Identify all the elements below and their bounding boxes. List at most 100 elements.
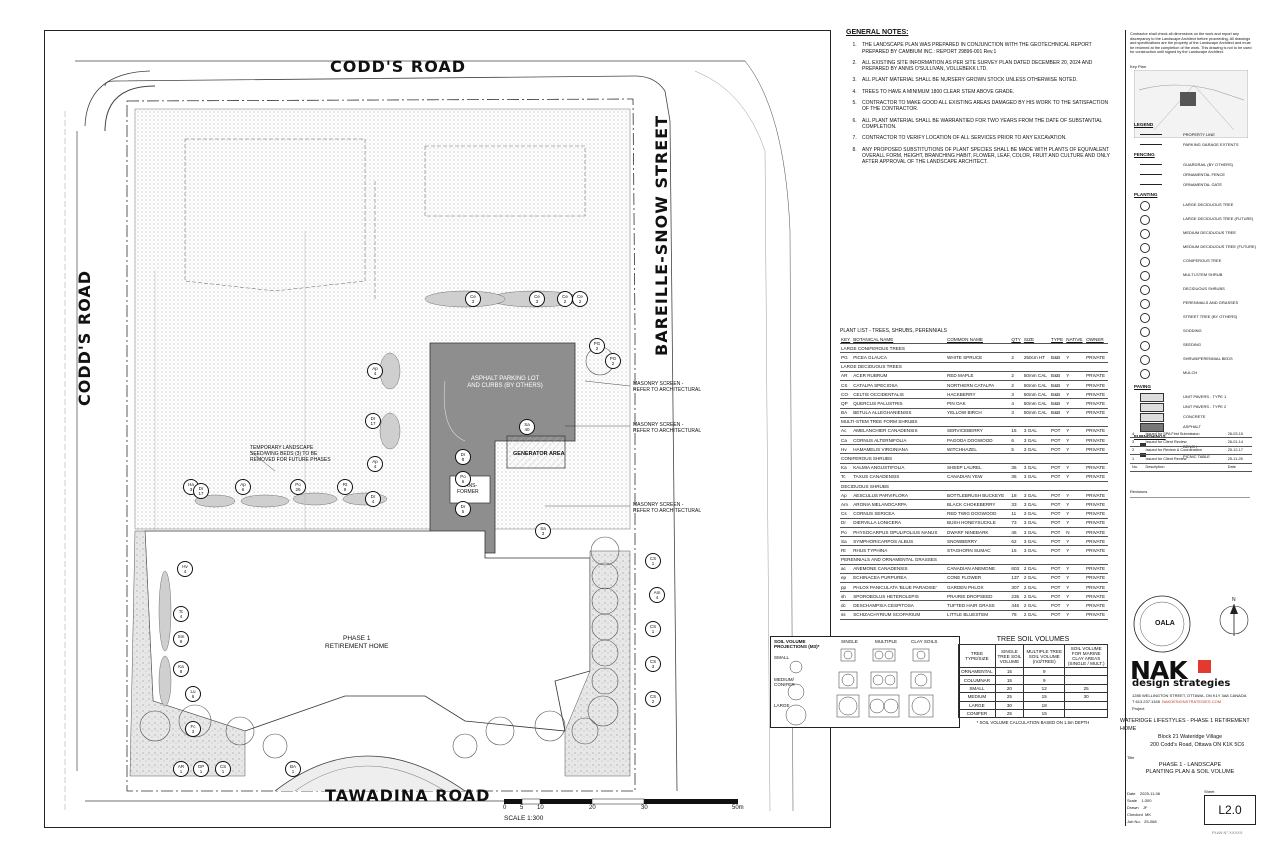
legend-label: SEEDING bbox=[1183, 342, 1202, 347]
revision-cell: 2 bbox=[1130, 446, 1144, 456]
plant-tag-qty: 2 bbox=[578, 299, 582, 304]
revision-cell: 26-01-14 bbox=[1225, 437, 1252, 447]
legend-label: SHRUB/PERENNIAL BEDS bbox=[1183, 356, 1233, 361]
legend-row: MEDIUM DECIDUOUS TREE bbox=[1130, 228, 1250, 239]
plant-list-cell: ac bbox=[840, 564, 853, 574]
plant-list-header-cell: KEY bbox=[840, 335, 853, 345]
plant-list-cell: PRIVATE bbox=[1085, 509, 1108, 519]
plant-list-cell: 3 GAL bbox=[1022, 426, 1051, 437]
plant-list-cell: 137 bbox=[1010, 573, 1023, 584]
plant-list-cell: ECHINACEA PURPUREA bbox=[852, 573, 947, 584]
plant-list-cell: Y bbox=[1065, 600, 1086, 611]
legend-section-heading: PAVING bbox=[1134, 384, 1151, 389]
plant-list-cell: PHYSOCARPUS OPULIFOLIUS NANUS bbox=[852, 527, 947, 538]
plant-list-cell: Po bbox=[840, 527, 853, 538]
legend-symbol bbox=[1140, 299, 1150, 309]
plant-list-cell: 4 bbox=[1010, 398, 1023, 409]
meta-checked-label: Checked bbox=[1127, 812, 1143, 817]
plant-list-cell: SCHIZACHYRIUM SCOPARIUM bbox=[852, 610, 947, 620]
plant-list-cell: PRIVATE bbox=[1085, 371, 1108, 381]
tsv-header: MULTIPLE TREE SOIL VOLUME (m3/TREE) bbox=[1023, 644, 1066, 668]
plant-tag-code: Po bbox=[295, 481, 301, 487]
plant-list-cell: PRIVATE bbox=[1085, 435, 1108, 446]
legend-label: UNIT PAVERS - TYPE 1 bbox=[1183, 394, 1227, 399]
plant-list-cell: 18 bbox=[1010, 490, 1023, 501]
legend-symbol bbox=[1140, 285, 1150, 295]
legend-label: SODDING bbox=[1183, 328, 1202, 333]
legend-row: MULCH bbox=[1130, 368, 1250, 379]
plant-list-cell: BA bbox=[840, 408, 853, 418]
plant-list-cell: AMELANCHIER CANADENSIS bbox=[852, 426, 947, 437]
legend-label: LARGE DECIDUOUS TREE (FUTURE) bbox=[1183, 216, 1254, 221]
general-note: THE LANDSCAPE PLAN WAS PREPARED IN CONJU… bbox=[858, 42, 1112, 55]
plant-list-cell: DESCHAMPSIA CESPITOSA bbox=[852, 600, 947, 611]
soil-volume-title: SOIL VOLUME PROJECTIONS (M3)* bbox=[774, 639, 820, 649]
plant-tag-code: Sa bbox=[540, 525, 546, 531]
legend-row: ORNAMENTAL GATE bbox=[1130, 180, 1250, 190]
plant-tag-qty: 4 bbox=[373, 371, 377, 376]
tsv-cell: 15 bbox=[1023, 708, 1066, 719]
plant-list-cell: 3 GAL bbox=[1022, 463, 1051, 473]
plant-list-cell: 50mm CAL bbox=[1022, 371, 1051, 381]
legend-section-heading: FENCING bbox=[1134, 152, 1155, 157]
tsv-cell bbox=[1064, 666, 1108, 677]
plant-list-cell: BETULA ALLEGHANIENSIS bbox=[852, 408, 947, 418]
plant-list-cell: 3 GAL bbox=[1022, 536, 1051, 547]
plant-list-group-label: PERENNIALS AND ORNAMENTAL GRASSES bbox=[840, 555, 1108, 565]
plant-list-cell: 2 GAL bbox=[1022, 582, 1051, 593]
plant-list-cell: 3 GAL bbox=[1022, 435, 1051, 446]
plant-list-cell: 3 GAL bbox=[1022, 499, 1051, 510]
plant-list-cell: PRIVATE bbox=[1085, 463, 1108, 473]
plant-list-cell: B&B bbox=[1050, 398, 1066, 409]
legend-symbol bbox=[1140, 243, 1150, 253]
legend-symbol bbox=[1140, 201, 1150, 211]
tsv-cell: 30 bbox=[1064, 692, 1108, 702]
plant-list-cell: PRIVATE bbox=[1085, 518, 1108, 528]
plant-tag-qty: 26 bbox=[295, 487, 301, 492]
plant-list-cell: POT bbox=[1050, 573, 1066, 584]
plant-list-cell: PRIVATE bbox=[1085, 573, 1108, 584]
legend-row: MEDIUM DECIDUOUS TREE (FUTURE) bbox=[1130, 242, 1256, 253]
callout-masonry-screen-3: MASONRY SCREEN - REFER TO ARCHITECTURAL bbox=[633, 502, 702, 514]
plant-list-cell: NORTHERN CATALPA bbox=[946, 380, 1011, 391]
plant-tag-code: Dr bbox=[370, 415, 376, 421]
legend-label: PERENNIALS AND GRASSES bbox=[1183, 300, 1239, 305]
legend-row: CONIFEROUS TREE bbox=[1130, 256, 1250, 267]
plant-list-cell: Rt bbox=[840, 545, 853, 556]
legend-label: MULTI-STEM SHRUB bbox=[1183, 272, 1223, 277]
plant-list-cell: 50mm CAL bbox=[1022, 389, 1051, 400]
scale-tick-10: 10 bbox=[537, 805, 544, 811]
road-label-north: CODD'S ROAD bbox=[330, 57, 467, 76]
plant-list-cell: 11 bbox=[1010, 509, 1023, 519]
plant-tag-code: Ap bbox=[372, 458, 378, 464]
plant-list-group-label: DECIDUOUS SHRUBS bbox=[840, 481, 1108, 492]
plant-tag-qty: 6 bbox=[191, 694, 195, 699]
plant-list-cell: N bbox=[1065, 527, 1086, 538]
general-note: ALL EXISTING SITE INFORMATION AS PER SIT… bbox=[858, 60, 1112, 73]
plant-list-cell: Y bbox=[1065, 610, 1086, 620]
scale-tick-0: 0 bbox=[503, 805, 507, 811]
meta-drawn-value: JF bbox=[1143, 805, 1148, 810]
plant-list-cell: Sa bbox=[840, 536, 853, 547]
plant-list-cell: 5 bbox=[1010, 444, 1023, 455]
plant-list-cell: PRAIRIE DROPSEED bbox=[946, 591, 1011, 602]
plant-list-cell: Y bbox=[1065, 490, 1086, 501]
plant-list-cell: Y bbox=[1065, 371, 1086, 381]
plant-tag-code: BA bbox=[289, 763, 296, 769]
legend-label: CONIFEROUS TREE bbox=[1183, 258, 1222, 263]
meta-scale-value: 1:300 bbox=[1141, 798, 1152, 803]
plant-tag-code: Lu bbox=[190, 688, 196, 694]
plant-list-cell: 2 bbox=[1010, 371, 1023, 381]
plant-tag-qty: 2 bbox=[651, 699, 655, 704]
